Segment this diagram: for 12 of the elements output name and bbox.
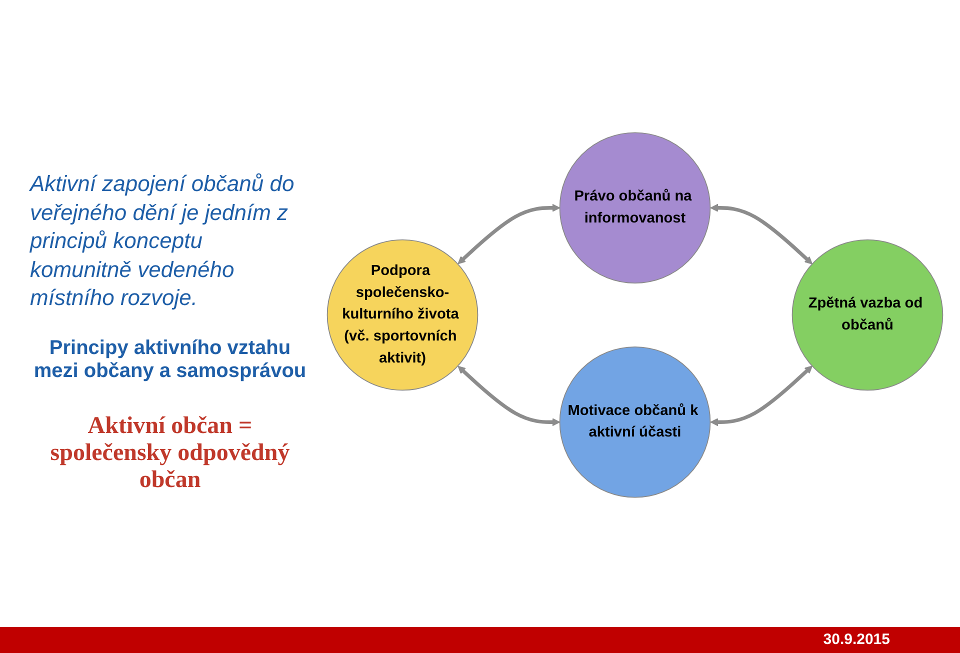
node-circle: Podpora společensko-kulturního života (vč. sportovních aktivit) — [326, 239, 478, 391]
node-circle: Právo občanů na informovanost — [559, 132, 711, 284]
node-circle: Motivace občanů k aktivní účasti — [559, 346, 711, 498]
center-heading: Principy aktivního vztahu mezi občany a samosprávou — [32, 336, 308, 383]
intro-text: Aktivní zapojení občanů do veřejného dění je jedním z principů konceptu komunitně vedeného místního rozvoje. — [30, 170, 296, 312]
node-circle: Zpětná vazba od občanů — [792, 239, 944, 391]
date-text: 30.9.2015 — [823, 631, 890, 648]
slogan-text: Aktivní občan = společensky odpovědný občan — [49, 412, 291, 494]
arrow — [710, 366, 813, 426]
arrow — [458, 204, 560, 264]
arrow — [710, 204, 813, 264]
arrow — [458, 366, 560, 426]
